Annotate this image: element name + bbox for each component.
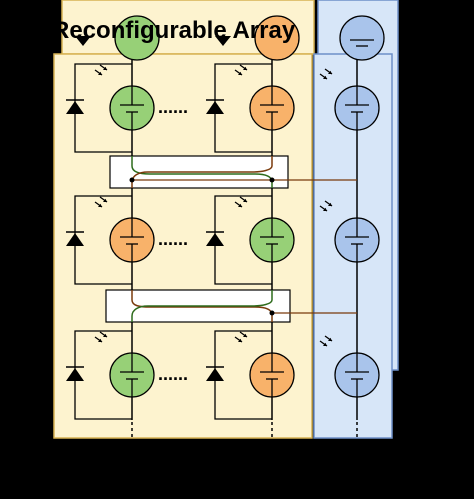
diode-icon	[66, 368, 84, 381]
cell-row-2: ......	[66, 195, 380, 285]
pv-cell-green	[114, 15, 160, 61]
cell-rows: ..................	[66, 63, 380, 420]
pv-cell-orange	[254, 15, 300, 61]
ellipsis-label: ......	[158, 97, 188, 117]
diode-icon	[215, 36, 231, 46]
diode-icon	[206, 233, 224, 246]
pv-cell-blue	[339, 15, 385, 61]
switch-block-2	[105, 289, 357, 323]
cell-row-1: ......	[66, 63, 380, 153]
diode-icon	[206, 101, 224, 114]
diagram-title: Reconfigurable Array	[52, 17, 296, 44]
cell-row-3: ......	[66, 330, 380, 420]
diode-icon	[66, 233, 84, 246]
diode-icon	[206, 368, 224, 381]
back-row	[75, 15, 385, 61]
ellipsis-label: ......	[158, 364, 188, 384]
switch-block-1	[109, 155, 357, 189]
diode-icon	[75, 36, 91, 46]
diode-icon	[66, 101, 84, 114]
ellipsis-label: ......	[158, 229, 188, 249]
